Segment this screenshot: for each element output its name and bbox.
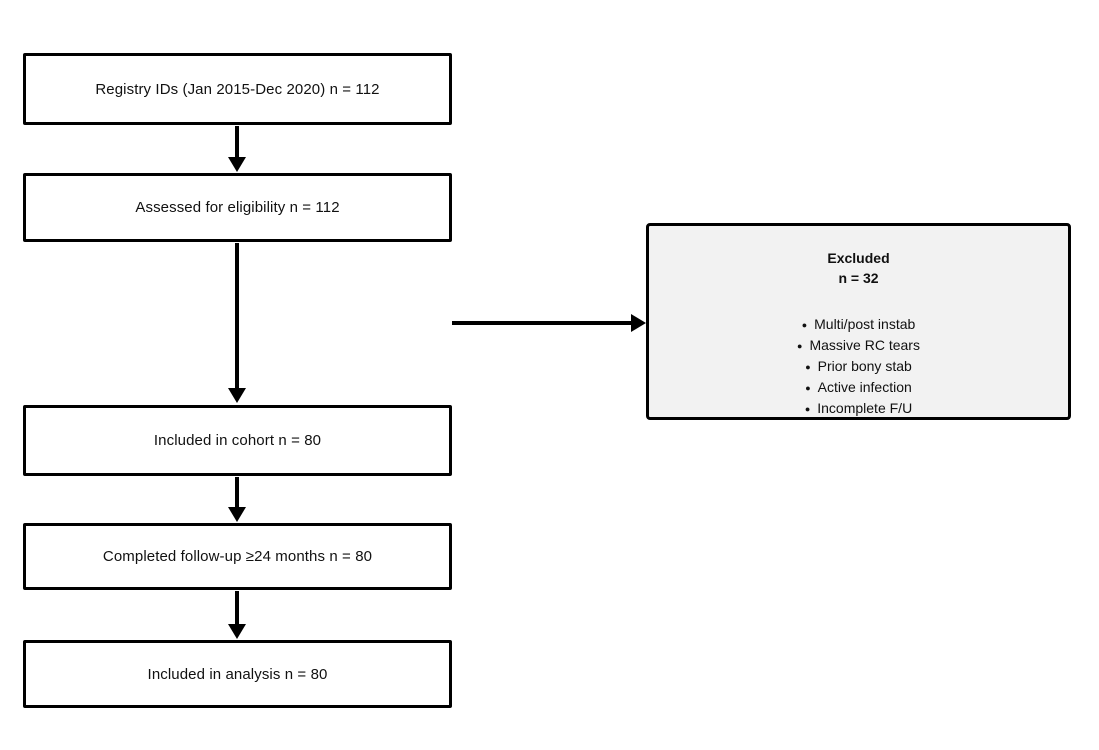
excluded-reason-label: Incomplete F/U	[817, 400, 913, 416]
excluded-reason-label: Prior bony stab	[817, 358, 912, 374]
arrow-head	[228, 157, 246, 172]
arrow-stem	[235, 126, 239, 158]
flow-box-followup: Completed follow-up ≥24 months n = 80	[23, 523, 452, 590]
arrow-down-icon	[228, 126, 246, 172]
excluded-box: Excluded n = 32 Multi/post instab Massiv…	[646, 223, 1071, 420]
excluded-reason-item: Prior bony stab	[649, 356, 1068, 377]
flow-box-analysis: Included in analysis n = 80	[23, 640, 452, 708]
excluded-reason-list: Multi/post instab Massive RC tears Prior…	[649, 314, 1068, 419]
excluded-count: n = 32	[838, 270, 879, 286]
excluded-title: Excluded	[827, 250, 890, 266]
flow-box-eligibility: Assessed for eligibility n = 112	[23, 173, 452, 242]
excluded-reason-item: Massive RC tears	[649, 335, 1068, 356]
arrow-stem	[235, 591, 239, 625]
excluded-reason-label: Massive RC tears	[809, 337, 920, 353]
arrow-head	[228, 388, 246, 403]
flow-box-analysis-label: Included in analysis n = 80	[147, 665, 328, 683]
arrow-right-icon	[452, 314, 646, 332]
arrow-stem	[452, 321, 632, 325]
flow-box-cohort: Included in cohort n = 80	[23, 405, 452, 476]
flow-box-registry: Registry IDs (Jan 2015-Dec 2020) n = 112	[23, 53, 452, 125]
flow-box-cohort-label: Included in cohort n = 80	[153, 432, 322, 449]
arrow-stem	[235, 243, 239, 389]
excluded-reason-item: Incomplete F/U	[649, 398, 1068, 419]
arrow-head	[228, 624, 246, 639]
flow-box-eligibility-label: Assessed for eligibility n = 112	[135, 199, 340, 216]
arrow-head	[228, 507, 246, 522]
arrow-down-icon	[228, 477, 246, 522]
flow-box-followup-label: Completed follow-up ≥24 months n = 80	[102, 548, 373, 565]
excluded-reason-item: Multi/post instab	[649, 314, 1068, 335]
excluded-reason-label: Active infection	[817, 379, 912, 395]
excluded-reason-item: Active infection	[649, 377, 1068, 398]
arrow-down-icon	[228, 243, 246, 403]
flow-box-registry-label: Registry IDs (Jan 2015-Dec 2020) n = 112	[95, 80, 380, 98]
excluded-reason-label: Multi/post instab	[814, 316, 916, 332]
arrow-stem	[235, 477, 239, 508]
arrow-head	[631, 314, 646, 332]
arrow-down-icon	[228, 591, 246, 639]
